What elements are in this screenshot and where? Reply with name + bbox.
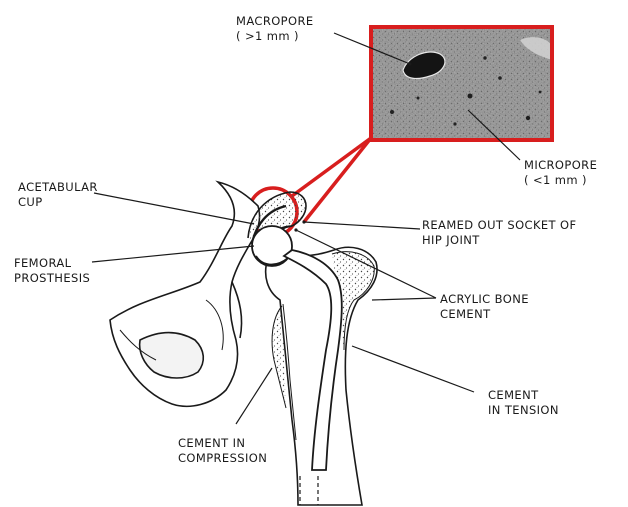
label-micropore: MICROPORE ( <1 mm ) <box>524 158 597 188</box>
label-cement-compression-line1: CEMENT IN <box>178 436 267 451</box>
label-femoral-prosthesis: FEMORAL PROSTHESIS <box>14 256 90 286</box>
label-reamed-socket-line1: REAMED OUT SOCKET OF <box>422 218 577 233</box>
label-acetabular-cup: ACETABULAR CUP <box>18 180 98 210</box>
label-cement-compression-line2: COMPRESSION <box>178 451 267 466</box>
label-macropore: MACROPORE ( >1 mm ) <box>236 14 314 44</box>
label-micropore-line1: MICROPORE <box>524 158 597 173</box>
label-cement-tension: CEMENT IN TENSION <box>488 388 559 418</box>
pelvis-illustration <box>110 182 260 406</box>
label-acrylic-cement: ACRYLIC BONE CEMENT <box>440 292 529 322</box>
label-acrylic-cement-line1: ACRYLIC BONE <box>440 292 529 307</box>
label-femoral-prosthesis-line1: FEMORAL <box>14 256 90 271</box>
label-acrylic-cement-line2: CEMENT <box>440 307 529 322</box>
label-reamed-socket-line2: HIP JOINT <box>422 233 577 248</box>
label-macropore-line1: MACROPORE <box>236 14 314 29</box>
label-cement-tension-line1: CEMENT <box>488 388 559 403</box>
label-reamed-socket: REAMED OUT SOCKET OF HIP JOINT <box>422 218 577 248</box>
label-acetabular-cup-line2: CUP <box>18 195 98 210</box>
micrograph-inset <box>371 27 552 140</box>
label-macropore-line2: ( >1 mm ) <box>236 29 314 44</box>
femoral-head-illustration <box>252 226 292 266</box>
label-cement-compression: CEMENT IN COMPRESSION <box>178 436 267 466</box>
label-femoral-prosthesis-line2: PROSTHESIS <box>14 271 90 286</box>
label-micropore-line2: ( <1 mm ) <box>524 173 597 188</box>
label-cement-tension-line2: IN TENSION <box>488 403 559 418</box>
label-acetabular-cup-line1: ACETABULAR <box>18 180 98 195</box>
